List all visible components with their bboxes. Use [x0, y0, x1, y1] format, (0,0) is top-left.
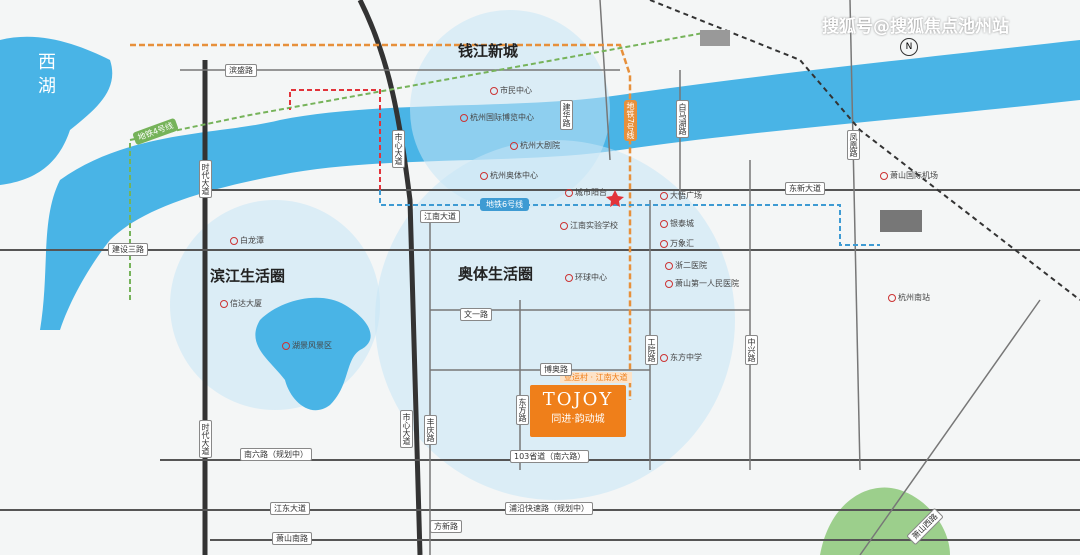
road-binsheng: 滨盛路: [225, 64, 257, 77]
poi-station[interactable]: 杭州南站: [888, 292, 930, 303]
west-lake-label: 西湖: [35, 52, 56, 100]
poi-airport[interactable]: 萧山国际机场: [880, 170, 938, 181]
road-shidai: 时代大道: [199, 160, 212, 198]
station-building: [880, 210, 922, 232]
road-shidai-2: 时代大道: [199, 420, 212, 458]
road-shixin: 市心大道: [392, 130, 405, 168]
road-fenghuang: 凤凰路: [847, 130, 860, 160]
poi-tianjiao[interactable]: 杭州大剧院: [510, 140, 560, 151]
poi-dawu[interactable]: 大悟广场: [660, 190, 702, 201]
poi-guoji[interactable]: 杭州国际博览中心: [460, 112, 534, 123]
road-dongfang: 东方路: [516, 395, 529, 425]
project-tag: 亚运村 · 江南大道: [560, 372, 632, 383]
project-name: 同进·韵动城: [551, 414, 605, 425]
qiantang-river: [40, 40, 1080, 330]
road-bolu: 博奥路: [540, 363, 572, 376]
district-qianjiang: 钱江新城: [458, 42, 519, 60]
metro-line-6-label: 地铁6号线: [480, 198, 530, 211]
watermark: 搜狐号@搜狐焦点池州站: [822, 17, 1009, 37]
aoti-circle: [375, 140, 735, 500]
poi-xiaoshan-hos[interactable]: 萧山第一人民医院: [665, 278, 739, 289]
road-gongyuan: 工院路: [645, 335, 658, 365]
road-jiangnan: 江南大道: [420, 210, 460, 223]
binjiang-lake: [255, 297, 371, 411]
poi-binjiang-hos[interactable]: 浙二医院: [665, 260, 707, 271]
district-binjiang: 滨江生活圈: [210, 267, 286, 285]
poi-aoti-center[interactable]: 杭州奥体中心: [480, 170, 538, 181]
poi-xinjian[interactable]: 信达大厦: [220, 298, 262, 309]
road-dongxin: 东新大道: [785, 182, 825, 195]
road-jianshe: 建设三路: [108, 243, 148, 256]
poi-shimin[interactable]: 市民中心: [490, 85, 532, 96]
road-jianhua: 建华路: [560, 100, 573, 130]
metro-line-4: [129, 29, 721, 300]
district-aoti: 奥体生活圈: [458, 265, 534, 283]
road-shixin-2: 市心大道: [400, 410, 413, 448]
metro-line-7-label: 地铁7号线: [624, 100, 637, 142]
road-fengqing: 丰庆路: [424, 415, 437, 445]
road-zhongxing: 中兴路: [745, 335, 758, 365]
metro-line-7: [130, 43, 632, 400]
poi-east-school[interactable]: 东方中学: [660, 352, 702, 363]
poi-wanxiang[interactable]: 万象汇: [660, 238, 694, 249]
metro-line-6: [379, 190, 880, 246]
poi-huanqiu[interactable]: 环球中心: [565, 272, 607, 283]
road-xiaoshan-rd: 萧山南路: [272, 532, 312, 545]
road-jiangdong: 江东大道: [270, 502, 310, 515]
road-shixin: [357, 0, 423, 555]
poi-bailong[interactable]: 白龙潭: [230, 235, 264, 246]
binjiang-circle: [170, 200, 380, 410]
compass-icon: N: [900, 38, 918, 56]
project-brand: TOJOY: [542, 389, 614, 410]
road-pubin: 浦沿快速路（规划中）: [505, 502, 593, 515]
poi-yinhu[interactable]: 银泰城: [660, 218, 694, 229]
road-fangxin: 方新路: [430, 520, 462, 533]
road-nanliu: 南六路（规划中）: [240, 448, 312, 461]
project-marker[interactable]: TOJOY 同进·韵动城: [530, 385, 626, 437]
poi-jiangnan-school[interactable]: 江南实验学校: [560, 220, 618, 231]
west-lake: [0, 36, 113, 185]
center-star: [606, 190, 624, 207]
poi-baima-lake[interactable]: 湖景风景区: [282, 340, 332, 351]
road-baima: 白马湖路: [676, 100, 689, 138]
road-103: 103省道（南六路）: [510, 450, 590, 463]
poi-dajuyuan[interactable]: 城市阳台: [565, 187, 607, 198]
road-wenyi: 文一路: [460, 308, 492, 321]
